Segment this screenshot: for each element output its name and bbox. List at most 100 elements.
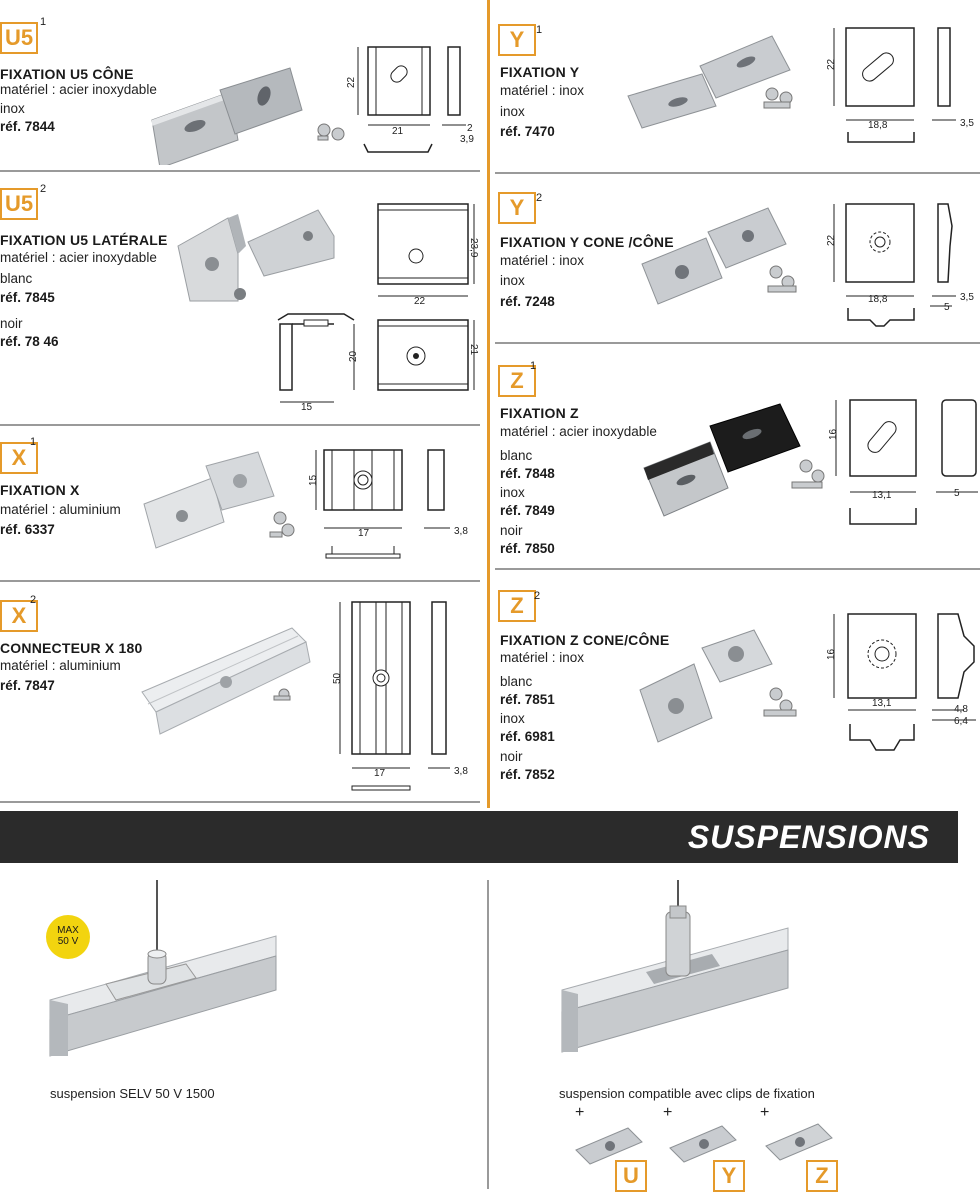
technical-drawing: 16 13,1 4,8 6,4 (826, 613, 976, 751)
svg-text:17: 17 (374, 768, 386, 779)
caption-right: suspension compatible avec clips de fixa… (559, 1086, 815, 1101)
svg-text:3,5: 3,5 (960, 292, 974, 303)
product-photo (643, 403, 825, 517)
finish: inox (500, 485, 525, 500)
product-photo (177, 209, 335, 302)
row-divider (0, 801, 480, 803)
column-divider-bottom (487, 880, 489, 1189)
screw-icon (791, 459, 825, 489)
plus-sign: + (760, 1104, 770, 1121)
material: matériel : acier inoxydable (500, 424, 657, 439)
svg-text:2: 2 (467, 123, 473, 134)
reference: réf. 6337 (0, 522, 55, 537)
svg-text:22: 22 (414, 296, 426, 307)
finish: inox (500, 104, 525, 119)
product-title: CONNECTEUR X 180 (0, 640, 143, 656)
finish: blanc (500, 674, 533, 689)
svg-text:20: 20 (348, 350, 359, 362)
reference: réf. 7847 (0, 678, 55, 693)
material: matériel : acier inoxydable (0, 82, 157, 97)
technical-drawing: 22 18,8 3,5 5 (826, 203, 974, 327)
finish: inox (0, 101, 25, 116)
svg-text:15: 15 (301, 402, 313, 411)
svg-text:22: 22 (346, 76, 357, 88)
svg-text:18,8: 18,8 (868, 294, 888, 305)
superscript: 1 (536, 24, 543, 36)
technical-drawing: 15 17 3,8 (308, 449, 468, 559)
row-divider (0, 580, 480, 582)
svg-text:21: 21 (468, 344, 479, 356)
clip-badge-u: U (615, 1160, 647, 1192)
product-title: FIXATION Z CONE/CÔNE (500, 632, 670, 648)
svg-text:16: 16 (826, 648, 837, 660)
technical-drawing: 50 17 3,8 (332, 601, 468, 791)
reference: réf. 7248 (500, 294, 555, 309)
svg-text:3,8: 3,8 (454, 766, 468, 777)
screw-icon (273, 688, 291, 701)
svg-text:23,9: 23,9 (468, 238, 479, 258)
product-photo (639, 629, 797, 743)
row-divider (0, 424, 480, 426)
clip-z-image (765, 1123, 833, 1161)
screw-icon (317, 123, 345, 141)
suspension-photo-right (561, 880, 789, 1053)
finish: blanc (500, 448, 533, 463)
suspension-photo-left (49, 880, 277, 1057)
svg-text:22: 22 (826, 234, 837, 246)
finish: noir (0, 316, 23, 331)
column-divider (487, 0, 490, 808)
svg-text:4,8: 4,8 (954, 704, 968, 715)
finish: blanc (0, 271, 33, 286)
badge-y: Y (498, 192, 536, 224)
badge-x: X (0, 442, 38, 474)
reference: réf. 7845 (0, 290, 55, 305)
superscript: 2 (30, 594, 37, 606)
product-photo (627, 35, 793, 129)
superscript: 2 (536, 192, 543, 204)
svg-text:22: 22 (826, 58, 837, 70)
product-title: FIXATION Y CONE /CÔNE (500, 234, 674, 250)
product-title: FIXATION Y (500, 64, 580, 80)
material: matériel : aluminium (0, 658, 121, 673)
product-title: FIXATION U5 CÔNE (0, 66, 134, 82)
reference: réf. 7852 (500, 767, 555, 782)
reference: réf. 7844 (0, 119, 55, 134)
section-title: SUSPENSIONS (687, 819, 930, 855)
badge-u5: U5 (0, 188, 38, 220)
reference: réf. 7850 (500, 541, 555, 556)
svg-text:21: 21 (392, 126, 404, 137)
product-photo (141, 627, 311, 735)
svg-text:3,9: 3,9 (460, 134, 474, 145)
svg-text:15: 15 (308, 474, 319, 486)
superscript: 1 (40, 16, 47, 28)
max-label: MAX (57, 925, 79, 936)
finish: noir (500, 523, 523, 538)
technical-drawing: 22 21 2 3,9 (346, 46, 474, 153)
reference: réf. 6981 (500, 729, 555, 744)
material: matériel : aluminium (0, 502, 121, 517)
caption-left: suspension SELV 50 V 1500 (50, 1086, 215, 1101)
badge-u5: U5 (0, 22, 38, 54)
badge-z: Z (498, 590, 536, 622)
svg-text:6,4: 6,4 (954, 716, 968, 727)
superscript: 2 (534, 590, 541, 602)
badge-z: Z (498, 365, 536, 397)
svg-text:13,1: 13,1 (872, 698, 892, 709)
svg-text:5: 5 (944, 302, 950, 313)
row-divider (0, 170, 480, 172)
finish: inox (500, 273, 525, 288)
svg-text:3,8: 3,8 (454, 526, 468, 537)
product-title: FIXATION X (0, 482, 80, 498)
section-banner: SUSPENSIONS (0, 811, 958, 863)
reference: réf. 7849 (500, 503, 555, 518)
max-voltage-badge: MAX 50 V (46, 915, 90, 959)
superscript: 1 (30, 436, 37, 448)
reference: réf. 7470 (500, 124, 555, 139)
material: matériel : inox (500, 253, 585, 268)
product-photo (151, 67, 345, 165)
technical-drawing: 23,9 22 20 15 21 (277, 203, 479, 411)
reference: réf. 7851 (500, 692, 555, 707)
screw-icon (763, 87, 793, 109)
screw-icon (763, 687, 797, 717)
svg-text:16: 16 (828, 428, 839, 440)
